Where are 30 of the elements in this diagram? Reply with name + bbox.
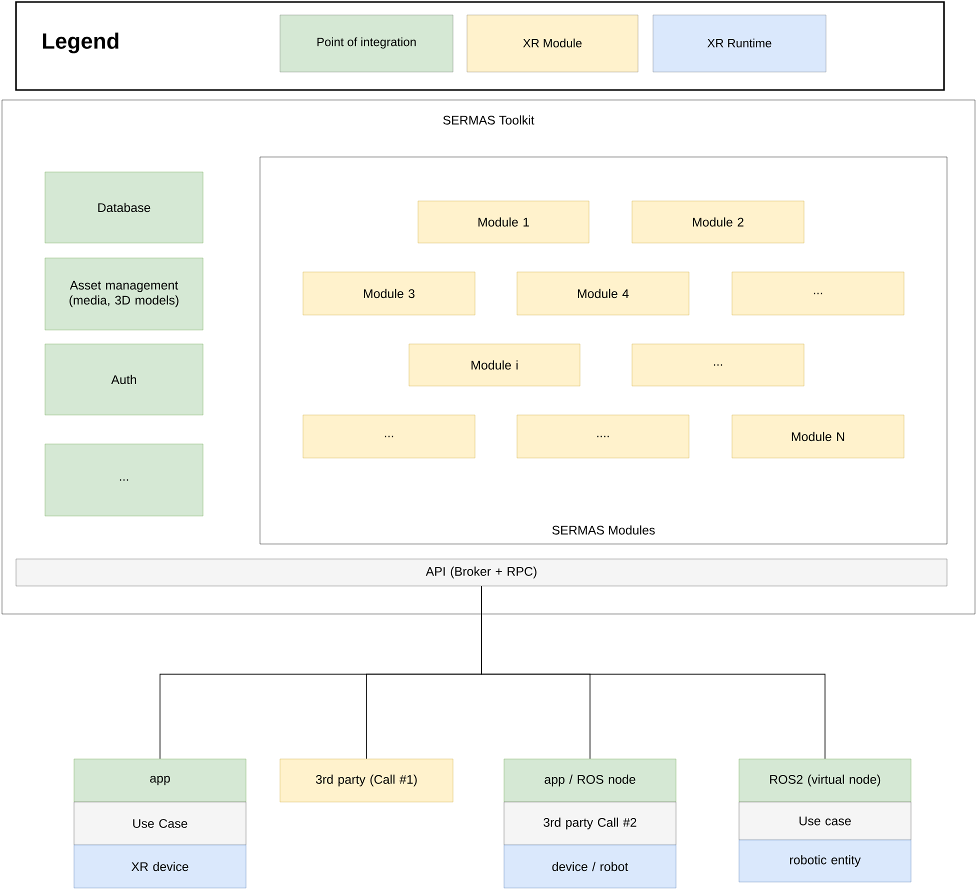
use-case-box: Use Case (74, 802, 246, 846)
robot-box: robotic entity (738, 840, 912, 882)
third-party-box: 3rd party Call #2 (504, 802, 676, 846)
module-box: Module 3 (302, 272, 476, 316)
device-box: XR device (74, 844, 246, 888)
module-box: ... (302, 414, 476, 458)
module-box: ... (632, 344, 804, 386)
app-box: app (74, 758, 246, 802)
api-bar: API (Broker + RPC) (16, 558, 948, 586)
module-box: Module i (408, 344, 580, 386)
legend-text: Point of integration (317, 37, 416, 49)
component-box: ... (44, 444, 204, 516)
component-box: Auth (44, 344, 204, 416)
component-box: Database (44, 172, 204, 244)
node-box: ROS2 (virtual node) (738, 758, 912, 802)
device-box: device / robot (504, 844, 676, 888)
module-box: Module 1 (418, 200, 590, 244)
app-box: app / ROS node (504, 758, 676, 802)
module-box: Module N (732, 414, 904, 458)
connector-line (481, 586, 826, 760)
component-box: Asset management (media, 3D models) (44, 258, 204, 330)
legend-text: XR Module (523, 38, 582, 48)
module-box: .... (516, 414, 690, 458)
legend-text: XR Runtime (707, 38, 772, 48)
module-box: Module 4 (516, 272, 690, 316)
module-box: Module 2 (632, 200, 804, 244)
module-box: ... (732, 272, 904, 316)
third-party-box: 3rd party (Call #1) (280, 758, 454, 802)
legend-heading: Legend (43, 32, 118, 54)
use-case-box: Use case (738, 802, 912, 840)
